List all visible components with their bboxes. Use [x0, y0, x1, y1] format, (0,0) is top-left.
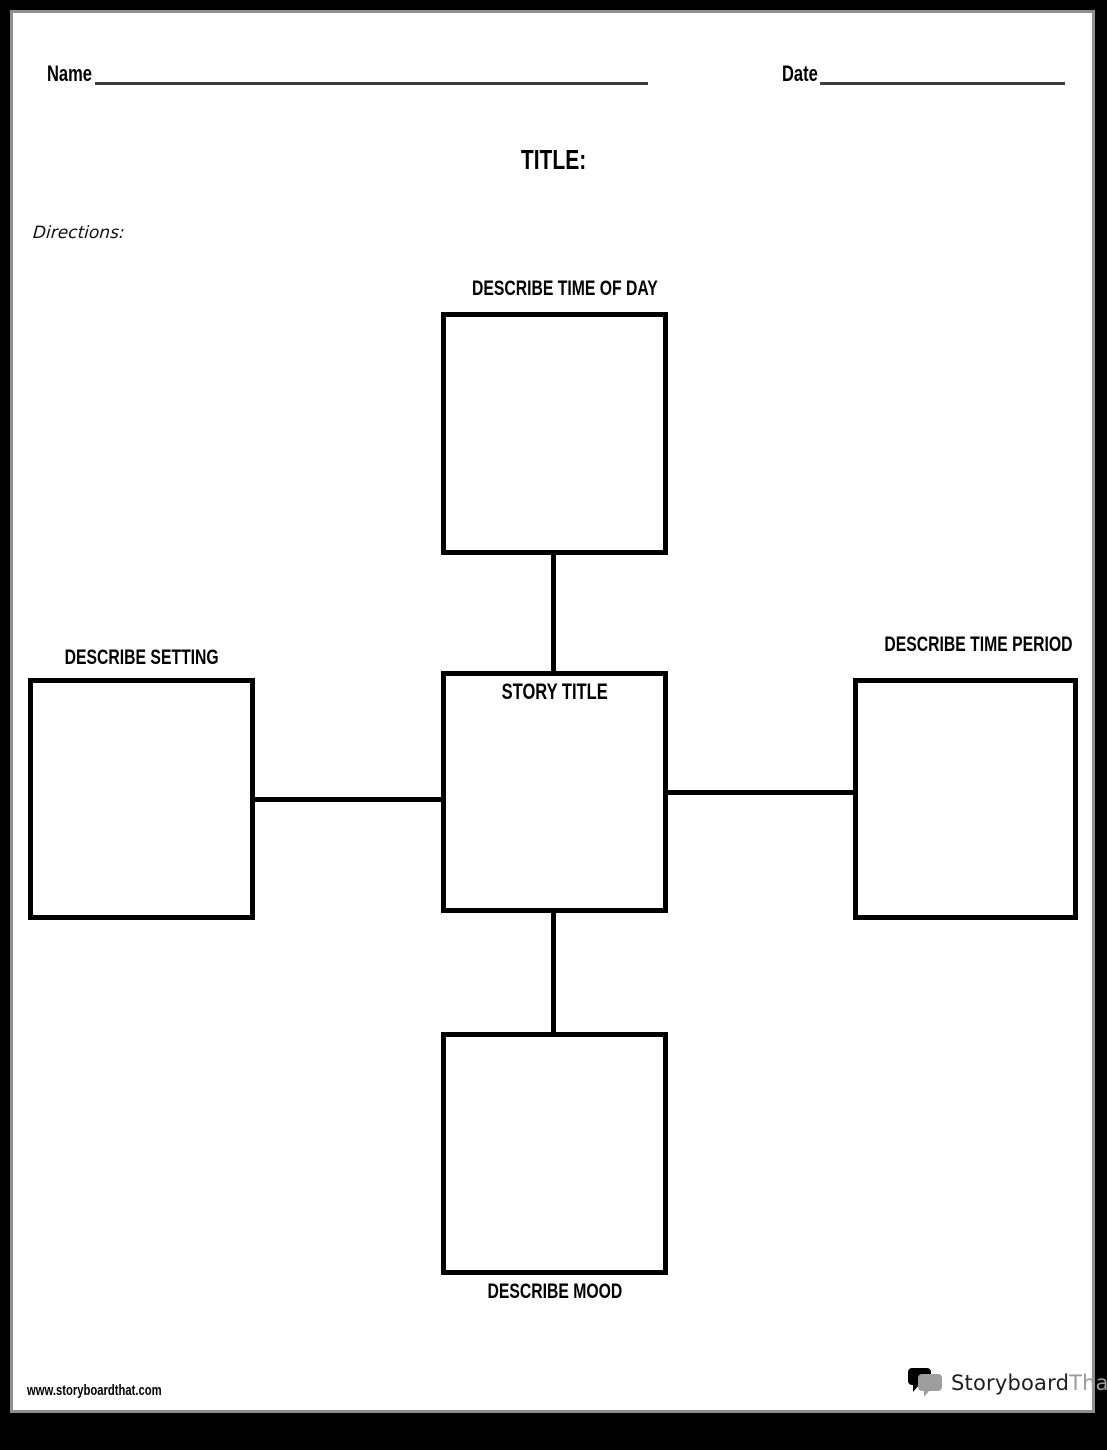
- setting-box[interactable]: [28, 678, 255, 920]
- date-label: Date: [782, 61, 830, 87]
- setting-label: DESCRIBE SETTING: [28, 646, 255, 670]
- name-label-text: Name: [47, 61, 92, 86]
- time-of-day-box[interactable]: [441, 312, 668, 555]
- story-title-box[interactable]: [441, 671, 668, 913]
- setting-label-text: DESCRIBE SETTING: [64, 646, 219, 669]
- time-period-label: DESCRIBE TIME PERIOD: [853, 633, 1078, 657]
- story-title-label-text: STORY TITLE: [501, 679, 608, 704]
- storyboardthat-logo: StoryboardThat: [908, 1366, 1107, 1400]
- mood-label-text: DESCRIBE MOOD: [487, 1280, 622, 1303]
- name-input-line[interactable]: [95, 82, 648, 85]
- connector-top: [551, 555, 556, 671]
- story-title-label: STORY TITLE: [446, 679, 663, 705]
- time-of-day-label-text: DESCRIBE TIME OF DAY: [471, 277, 658, 300]
- worksheet-title: TITLE:: [0, 144, 1107, 176]
- time-period-box[interactable]: [853, 678, 1078, 920]
- directions-label: Directions:: [32, 223, 126, 243]
- logo-wordmark: StoryboardThat: [951, 1371, 1107, 1395]
- website-url-text: www.storyboardthat.com: [27, 1382, 162, 1399]
- name-label: Name: [47, 61, 107, 87]
- connector-bottom: [551, 913, 556, 1032]
- mood-label: DESCRIBE MOOD: [441, 1280, 668, 1304]
- connector-right: [668, 790, 853, 795]
- website-url: www.storyboardthat.com: [27, 1382, 206, 1399]
- time-of-day-label: DESCRIBE TIME OF DAY: [441, 277, 668, 301]
- date-label-text: Date: [782, 61, 818, 86]
- logo-text-primary: Storyboard: [951, 1371, 1070, 1395]
- mood-box[interactable]: [441, 1032, 668, 1275]
- connector-left: [255, 797, 441, 802]
- speech-bubbles-icon: [908, 1368, 942, 1397]
- worksheet-title-text: TITLE:: [520, 144, 587, 175]
- page-background: [10, 10, 1095, 1413]
- logo-text-secondary: That: [1069, 1371, 1107, 1395]
- date-input-line[interactable]: [820, 82, 1065, 85]
- time-period-label-text: DESCRIBE TIME PERIOD: [884, 633, 1073, 656]
